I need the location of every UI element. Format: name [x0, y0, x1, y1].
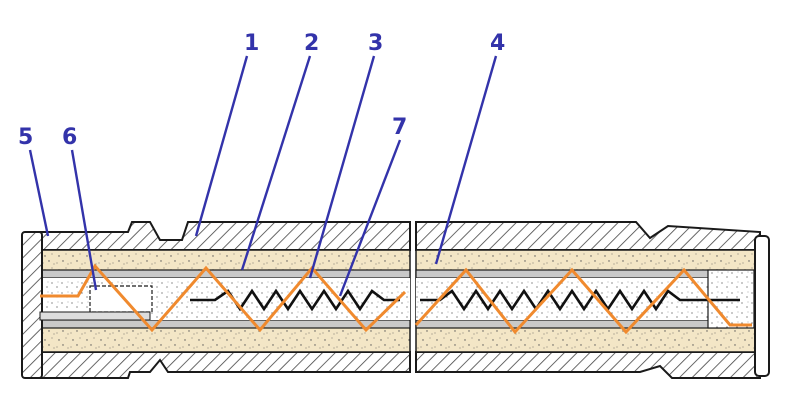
callout-label-5: 5 — [18, 125, 33, 150]
inner-tube-bottom-right — [415, 319, 727, 329]
callout-label-6: 6 — [62, 125, 77, 150]
leader-3 — [308, 55, 376, 279]
callout-label-4: 4 — [490, 31, 505, 56]
leader-5 — [28, 149, 50, 237]
callout-label-7: 7 — [392, 115, 407, 140]
end-cap-right — [754, 235, 770, 377]
end-cap-left — [21, 231, 43, 379]
core-right — [416, 278, 726, 320]
outer-sheath-bottom-right — [415, 351, 761, 379]
leader-2 — [240, 55, 312, 271]
terminal-pin — [89, 285, 153, 313]
inner-coil-right — [420, 288, 740, 312]
heating-wire-left — [40, 263, 407, 333]
inner-tube-bottom-left — [39, 319, 411, 329]
outer-sheath-top-right — [415, 221, 761, 251]
heating-wire-right — [414, 267, 752, 335]
outer-sheath-top-left — [39, 221, 411, 251]
leader-1 — [194, 55, 249, 237]
leader-6 — [70, 149, 98, 291]
callout-label-2: 2 — [304, 31, 319, 56]
leader-7 — [338, 139, 402, 297]
left-cable-section — [21, 221, 411, 379]
callout-label-3: 3 — [368, 31, 383, 56]
inner-tube-top-left — [39, 269, 411, 279]
outer-sheath-bottom-left — [39, 351, 411, 379]
callout-leaders — [28, 55, 498, 297]
leader-4 — [434, 55, 498, 265]
callout-label-1: 1 — [244, 31, 259, 56]
terminal-body — [39, 311, 151, 321]
